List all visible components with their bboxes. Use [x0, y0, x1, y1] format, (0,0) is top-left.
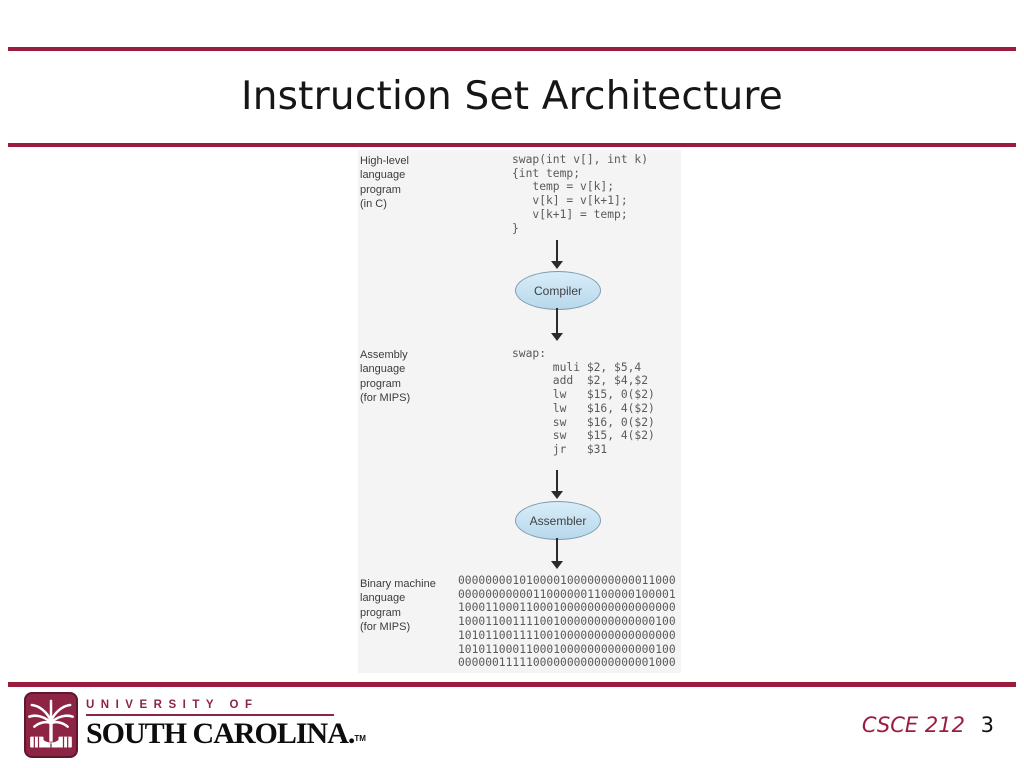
c-source-code: swap(int v[], int k) {int temp; temp = v…: [512, 153, 649, 235]
title-divider-line: [8, 143, 1016, 147]
arrow-down-icon: [551, 261, 563, 269]
course-code: CSCE 212: [861, 713, 965, 737]
footer-course-info: CSCE 212 3: [862, 713, 994, 737]
arrow-down-icon: [556, 240, 558, 262]
stage-label-binary: Binary machine language program (for MIP…: [360, 578, 436, 634]
arrow-down-icon: [551, 491, 563, 499]
stage-label-high-level: High-level language program (in C): [360, 155, 409, 211]
compiler-node: Compiler: [515, 271, 601, 310]
footer-divider-line: [8, 682, 1016, 687]
assembler-node: Assembler: [515, 501, 601, 540]
south-carolina-text: SOUTH CAROLINA.TM: [86, 717, 366, 751]
university-of-text: UNIVERSITY OF: [86, 699, 334, 716]
slide-title: Instruction Set Architecture: [241, 74, 783, 119]
assembly-code: swap: muli $2, $5,4 add $2, $4,$2 lw $15…: [512, 347, 655, 456]
usc-logo: [24, 692, 78, 758]
page-number: 3: [980, 713, 994, 737]
arrow-down-icon: [551, 561, 563, 569]
arrow-down-icon: [556, 538, 558, 562]
palmetto-tree-icon: [28, 699, 74, 748]
top-divider-line: [8, 47, 1016, 51]
arrow-down-icon: [556, 308, 558, 334]
trademark-symbol: TM: [354, 734, 366, 743]
south-carolina-label: SOUTH CAROLINA.: [86, 717, 355, 750]
arrow-down-icon: [551, 333, 563, 341]
compilation-flow-figure: High-level language program (in C) swap(…: [358, 150, 681, 673]
arrow-down-icon: [556, 470, 558, 492]
stage-label-assembly: Assembly language program (for MIPS): [360, 349, 411, 405]
binary-machine-code: 00000000101000010000000000011000 0000000…: [458, 574, 676, 670]
university-wordmark: UNIVERSITY OF SOUTH CAROLINA.TM: [86, 699, 366, 751]
